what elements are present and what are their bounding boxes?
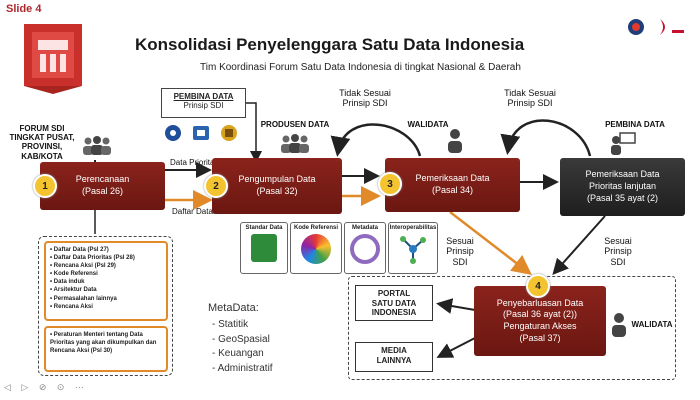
people-group-icon [281,134,309,153]
color-wheel-icon [301,234,331,264]
checklist-icon [251,234,277,262]
presenter-icon [611,132,636,155]
slide-label: Slide 4 [6,3,42,15]
person-icon [612,313,626,337]
people-group-icon [83,136,111,155]
walidata-bottom-label: WALIDATA [631,320,673,329]
stage-pengumpulan-data: Pengumpulan Data(Pasal 32) [212,158,342,214]
metadata-title: MetaData: [208,302,259,314]
pembina-data-right-label: PEMBINA DATA [605,120,665,129]
pembina-data-box: PEMBINA DATA Prinsip SDI [161,88,246,118]
institution-logos [165,125,237,141]
info-interoperabilitas: Interoperabilitas [388,222,438,274]
produsen-data-label: PRODUSEN DATA [260,120,330,129]
planning-regulation: Peraturan Menteri tentang Data Prioritas… [44,326,168,372]
data-prioritas-label: Data Prioritas [170,158,219,167]
page-subtitle: Tim Koordinasi Forum Satu Data Indonesia… [200,62,521,73]
walidata-label: WALIDATA [407,120,449,129]
page-title: Konsolidasi Penyelenggara Satu Data Indo… [135,35,525,54]
info-standar-data: Standar Data [240,222,288,274]
step-1-badge: 1 [33,174,57,198]
slide-controls[interactable]: ◁ ▷ ⊘ ⊙ ⋯ [4,382,88,392]
daftar-data-label: Daftar Data [172,207,213,216]
partner-logos [628,19,684,35]
forum-label: FORUM SDI TINGKAT PUSAT, PROVINSI, KAB/K… [9,124,75,161]
step-4-badge: 4 [526,274,550,298]
step-3-badge: 3 [378,172,402,196]
metadata-list: Statitik GeoSpasial Keuangan Administrat… [212,318,273,376]
info-metadata: Metadata [344,222,386,274]
recycle-icon [350,234,380,264]
network-icon [400,236,426,264]
info-kode-referensi: Kode Referensi [290,222,342,274]
red-emblem-logo [24,24,82,94]
person-icon [448,129,462,153]
step-2-badge: 2 [204,174,228,198]
planning-list: Daftar Data (Psl 27) Daftar Data Priorit… [44,241,168,321]
stage-perencanaan: Perencanaan(Pasal 26) [40,162,165,210]
dissemination-area [348,276,676,380]
planning-output-box [38,236,173,376]
stage-pemeriksaan-data: Pemeriksaan Data(Pasal 34) [385,158,520,212]
